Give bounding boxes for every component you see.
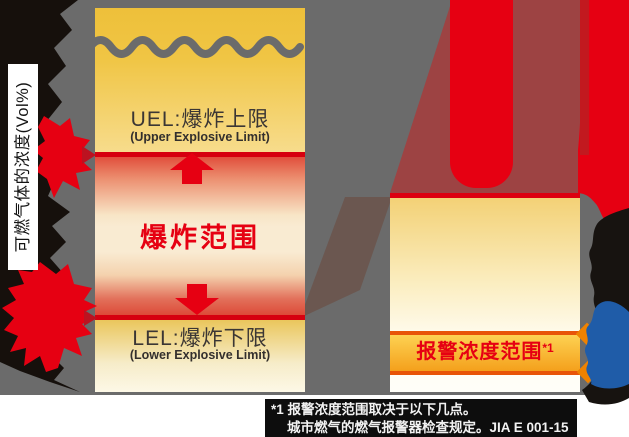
explosion-burst-upper-icon [33,116,96,198]
uel-subtitle: (Upper Explosive Limit) [130,130,270,144]
alarm-concentration-band: 报警浓度范围*1 [390,331,580,375]
footnote-line-2: 城市燃气的燃气报警器检查规定。JIA E 001-15 [287,419,569,435]
lel-subtitle: (Lower Explosive Limit) [129,348,271,362]
lel-title: LEL:爆炸下限 [132,327,268,350]
footnote-line-1: *1 报警浓度范围取决于以下几点。 [271,402,477,417]
red-stripe-decoration [580,0,589,155]
blue-blob-decoration [584,301,629,389]
arrow-up-shaft [182,170,202,184]
lel-line [95,315,305,320]
y-axis-label: 可燃气体的浓度(Vol%) [14,81,32,253]
lel-level-line [390,193,580,198]
footnote: *1 报警浓度范围取决于以下几点。 城市燃气的燃气报警器检查规定。JIA E 0… [271,401,627,436]
uel-title: UEL:爆炸上限 [130,108,270,131]
footnote-background [265,399,577,437]
explosion-range-label: 爆炸范围 [140,223,260,253]
alarm-band-label: 报警浓度范围 [416,341,543,363]
axis-label-box [8,64,38,270]
red-blob-decoration [578,0,629,222]
red-bar-decoration [450,0,513,188]
explosion-burst-lower-icon [2,262,97,372]
above-uel-zone [95,8,305,152]
alarm-ref-mark: *1 [542,341,554,355]
below-lel-zone [95,320,305,392]
axis-break-wave-icon [95,36,304,58]
arrow-down-shaft [187,284,207,298]
right-edge-illustration [582,208,629,405]
concentration-column: UEL:爆炸上限 (Upper Explosive Limit) 爆炸范围 LE… [95,8,305,392]
alarm-range-column: 报警浓度范围*1 [390,193,580,392]
uel-line [95,152,305,157]
